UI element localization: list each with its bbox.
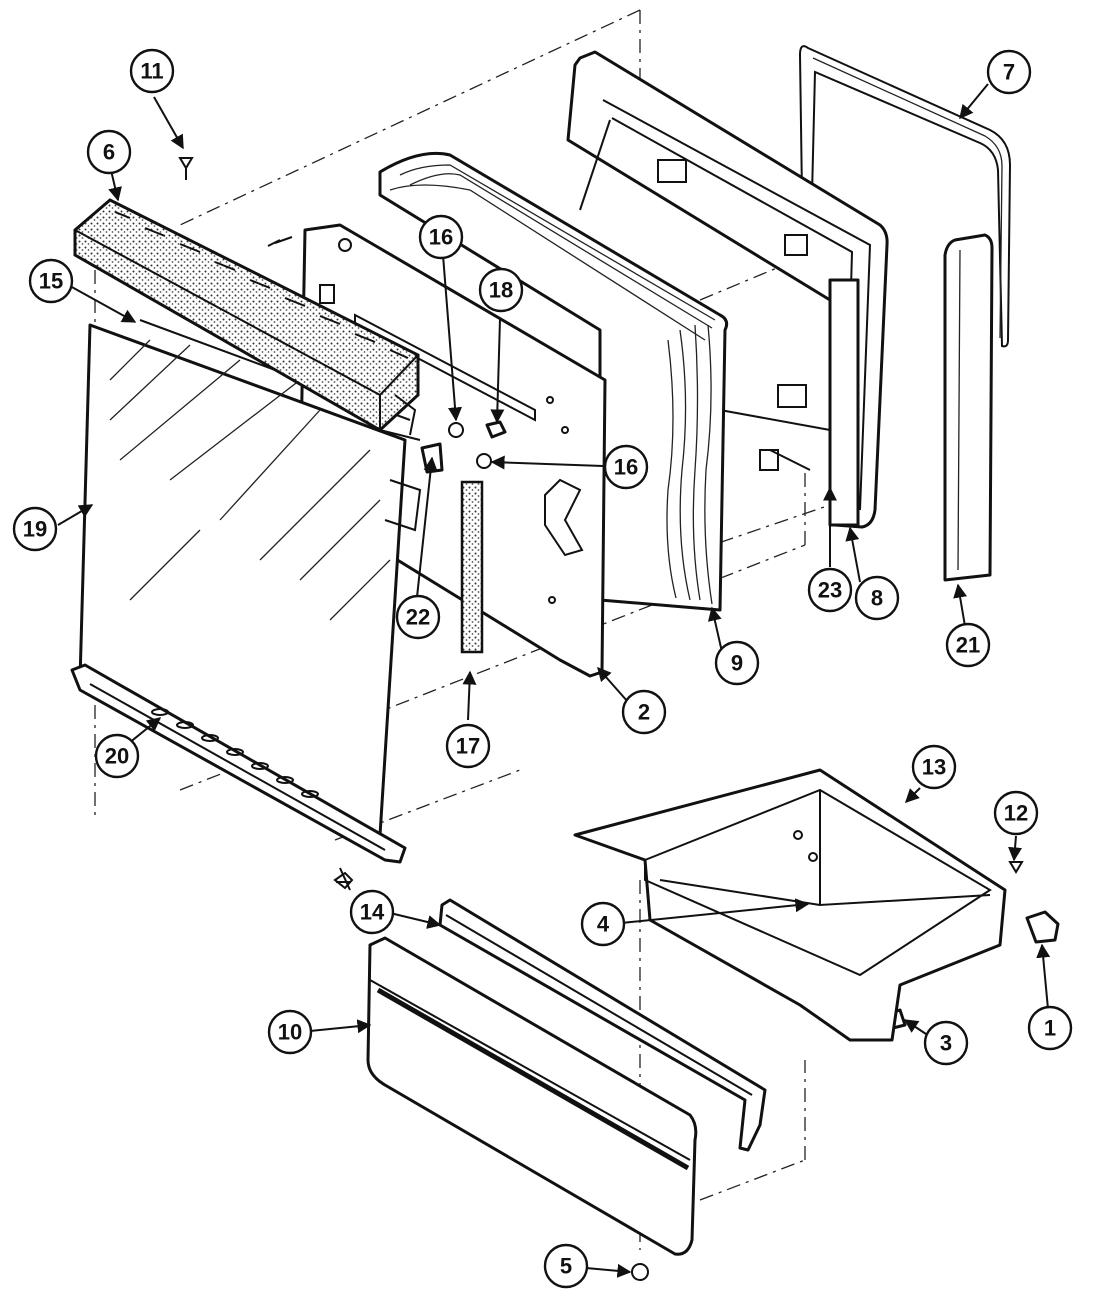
- vent-trim-strip: [943, 233, 994, 582]
- callout-21: 21: [945, 622, 991, 668]
- drawer-front-panel: [366, 936, 698, 1256]
- callout-23: 23: [807, 567, 853, 613]
- svg-text:16: 16: [614, 455, 638, 480]
- callout-8: 8: [854, 575, 900, 621]
- svg-text:6: 6: [103, 140, 115, 165]
- callout-22: 22: [395, 594, 441, 640]
- callout-leaders: [57, 83, 1051, 1278]
- svg-text:5: 5: [560, 1254, 572, 1279]
- callout-14: 14: [349, 889, 395, 935]
- svg-text:12: 12: [1004, 801, 1028, 826]
- door-bottom-trim: [70, 663, 407, 891]
- callout-2: 2: [621, 689, 667, 735]
- spacer-strip: [460, 480, 484, 654]
- callout-18: 18: [478, 267, 524, 313]
- svg-text:11: 11: [140, 59, 163, 84]
- drawer-rail: [438, 898, 767, 1152]
- callout-17: 17: [445, 723, 491, 769]
- svg-text:13: 13: [922, 755, 946, 780]
- callout-16-upper: 16: [418, 214, 464, 260]
- svg-text:20: 20: [105, 744, 129, 769]
- svg-text:4: 4: [597, 912, 610, 937]
- fasteners: [178, 157, 1060, 1281]
- svg-text:23: 23: [818, 578, 842, 603]
- svg-text:21: 21: [956, 633, 980, 658]
- callout-9: 9: [714, 640, 760, 686]
- callout-10: 10: [267, 1009, 313, 1055]
- callout-12: 12: [993, 790, 1039, 836]
- callout-7: 7: [986, 49, 1032, 95]
- callout-1: 1: [1027, 1005, 1073, 1051]
- svg-text:8: 8: [871, 586, 883, 611]
- svg-text:9: 9: [731, 651, 743, 676]
- svg-text:22: 22: [406, 605, 430, 630]
- callout-19: 19: [12, 506, 58, 552]
- svg-text:10: 10: [278, 1020, 302, 1045]
- callout-11: 11: [129, 48, 175, 94]
- svg-text:15: 15: [39, 269, 63, 294]
- callout-4: 4: [580, 901, 626, 947]
- svg-text:14: 14: [360, 900, 385, 925]
- insulation-blanket: [378, 151, 729, 612]
- svg-text:16: 16: [429, 225, 453, 250]
- svg-text:1: 1: [1044, 1016, 1056, 1041]
- callout-5: 5: [543, 1243, 589, 1289]
- svg-text:2: 2: [638, 700, 650, 725]
- svg-text:7: 7: [1003, 60, 1015, 85]
- door-gasket: [798, 45, 1012, 348]
- callout-13: 13: [911, 744, 957, 790]
- svg-text:17: 17: [456, 734, 480, 759]
- callout-20: 20: [94, 733, 140, 779]
- svg-text:18: 18: [489, 278, 513, 303]
- svg-text:3: 3: [940, 1031, 952, 1056]
- callout-16-lower: 16: [603, 444, 649, 490]
- callout-15: 15: [28, 258, 74, 304]
- callout-3: 3: [923, 1020, 969, 1066]
- inner-door-panel: [566, 50, 889, 529]
- callout-6: 6: [86, 129, 132, 175]
- svg-text:19: 19: [23, 517, 47, 542]
